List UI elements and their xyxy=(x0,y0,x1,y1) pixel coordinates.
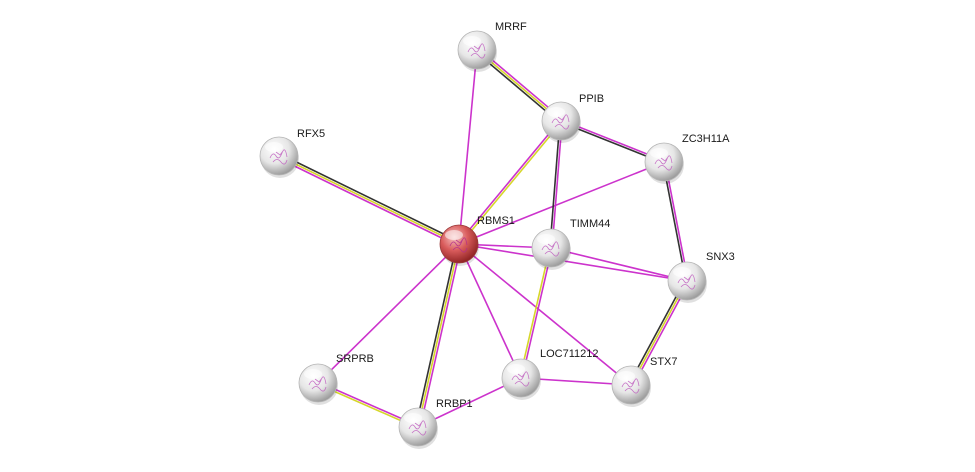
node-highlight xyxy=(304,369,322,379)
edge-line-magenta xyxy=(317,243,460,384)
node-sphere[interactable] xyxy=(439,224,479,264)
edge-line-magenta xyxy=(632,281,690,387)
node-highlight xyxy=(404,413,422,423)
edge-line-black xyxy=(662,162,687,282)
protein-structure-icon xyxy=(654,155,673,171)
node-timm44[interactable]: TIMM44 xyxy=(531,218,610,270)
protein-structure-icon xyxy=(551,114,570,130)
node-highlight xyxy=(673,267,691,277)
node-sphere[interactable] xyxy=(398,407,438,447)
edge-line-yellow xyxy=(459,121,563,246)
node-snx3[interactable]: SNX3 xyxy=(667,251,735,303)
node-rbms1[interactable]: RBMS1 xyxy=(439,215,515,266)
node-sphere[interactable] xyxy=(611,365,651,405)
protein-structure-icon xyxy=(269,149,288,165)
node-ppib[interactable]: PPIB xyxy=(541,93,604,143)
node-highlight xyxy=(617,371,635,381)
edge-line-magenta xyxy=(277,157,459,247)
edge-timm44-snx3 xyxy=(550,247,688,282)
node-sphere[interactable] xyxy=(501,358,541,398)
protein-structure-icon xyxy=(408,420,427,436)
edge-rbms1-srprb xyxy=(317,243,460,384)
edge-snx3-stx7 xyxy=(628,279,690,387)
edge-zc3h11a-snx3 xyxy=(662,161,689,282)
node-label: LOC711212 xyxy=(540,348,599,360)
edge-line-black xyxy=(279,153,461,243)
edge-rbms1-rfx5 xyxy=(277,153,461,247)
node-highlight xyxy=(463,36,481,46)
edge-rbms1-snx3 xyxy=(458,243,688,282)
edge-ppib-timm44 xyxy=(549,120,563,249)
edge-rbms1-loc711212 xyxy=(458,243,522,379)
node-highlight xyxy=(265,142,283,152)
node-sphere[interactable] xyxy=(644,142,684,182)
node-loc711212[interactable]: LOC711212 xyxy=(501,348,599,400)
edge-line-magenta xyxy=(550,247,688,282)
protein-structure-icon xyxy=(467,43,486,59)
node-highlight xyxy=(445,230,463,240)
edge-timm44-loc711212 xyxy=(519,247,553,379)
node-label: RFX5 xyxy=(297,128,325,140)
edge-line-magenta xyxy=(458,161,665,245)
node-label: PPIB xyxy=(579,93,604,105)
node-sphere[interactable] xyxy=(259,136,299,176)
node-srprb[interactable]: SRPRB xyxy=(298,353,374,405)
node-sphere[interactable] xyxy=(667,261,707,301)
protein-structure-icon xyxy=(541,241,560,257)
edge-line-magenta xyxy=(458,243,632,386)
protein-structure-icon xyxy=(449,237,468,253)
node-sphere[interactable] xyxy=(531,228,571,268)
edge-rbms1-rrbp1 xyxy=(415,243,462,428)
edge-line-magenta xyxy=(458,243,522,379)
node-zc3h11a[interactable]: ZC3H11A xyxy=(644,133,730,184)
edge-rbms1-stx7 xyxy=(458,243,632,386)
node-stx7[interactable]: STX7 xyxy=(611,356,678,407)
edge-line-yellow xyxy=(417,243,460,428)
node-label: RRBP1 xyxy=(436,398,473,410)
edge-line-magenta xyxy=(457,119,561,244)
node-mrrf[interactable]: MRRF xyxy=(457,21,527,72)
node-highlight xyxy=(507,364,525,374)
edge-line-magenta xyxy=(551,121,563,249)
edge-line-black xyxy=(415,243,458,427)
edge-line-black xyxy=(628,279,686,385)
node-sphere[interactable] xyxy=(457,30,497,70)
edges-layer xyxy=(277,47,690,429)
edge-line-yellow xyxy=(519,247,551,378)
protein-structure-icon xyxy=(511,371,530,387)
node-rfx5[interactable]: RFX5 xyxy=(259,128,325,178)
node-highlight xyxy=(650,148,668,158)
edge-line-yellow xyxy=(278,155,460,245)
edge-rbms1-ppib xyxy=(457,119,563,246)
node-rrbp1[interactable]: RRBP1 xyxy=(398,398,473,449)
protein-structure-icon xyxy=(621,378,640,394)
edge-line-yellow xyxy=(630,280,688,386)
node-highlight xyxy=(537,234,555,244)
protein-structure-icon xyxy=(677,274,696,290)
node-sphere[interactable] xyxy=(298,363,338,403)
node-label: RBMS1 xyxy=(477,215,515,227)
node-label: STX7 xyxy=(650,356,678,368)
edge-line-magenta xyxy=(458,49,478,245)
node-highlight xyxy=(547,107,565,117)
node-label: ZC3H11A xyxy=(682,133,730,145)
edge-rbms1-zc3h11a xyxy=(458,161,665,245)
node-label: SNX3 xyxy=(706,251,735,263)
edge-rbms1-mrrf xyxy=(458,49,478,245)
protein-structure-icon xyxy=(308,376,327,392)
edge-line-black xyxy=(549,120,561,248)
node-label: MRRF xyxy=(495,21,527,33)
edge-line-magenta xyxy=(521,248,553,379)
node-sphere[interactable] xyxy=(541,101,581,141)
node-label: TIMM44 xyxy=(570,218,610,230)
edge-line-magenta xyxy=(419,244,462,428)
edge-line-magenta xyxy=(458,243,688,282)
node-label: SRPRB xyxy=(336,353,374,365)
edge-line-magenta xyxy=(664,161,689,281)
